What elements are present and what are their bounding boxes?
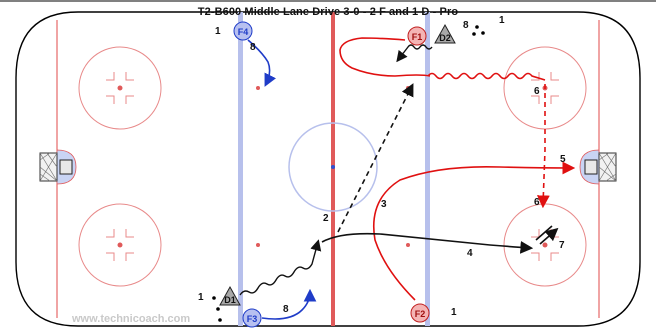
player-f3: F3 bbox=[242, 308, 262, 328]
step-label-6-upper: 6 bbox=[534, 86, 540, 97]
step-label-6-lower: 6 bbox=[534, 197, 540, 208]
player-d1-label: D1 bbox=[224, 295, 236, 305]
blue-line-right bbox=[425, 12, 430, 326]
d2-skate-path bbox=[396, 44, 433, 63]
net-left bbox=[39, 152, 73, 182]
step-label-8-f3: 8 bbox=[283, 304, 289, 315]
player-d2-label: D2 bbox=[439, 33, 451, 43]
step-label-8-f4: 8 bbox=[250, 42, 256, 53]
player-d2: D2 bbox=[434, 23, 456, 44]
neutral-dot-top-right bbox=[406, 86, 410, 90]
f2-skate-path bbox=[373, 161, 576, 301]
step-label-8-d2: 8 bbox=[463, 20, 469, 31]
neutral-dot-top-left bbox=[256, 86, 260, 90]
rink-boards bbox=[15, 11, 641, 327]
puck-group-top bbox=[472, 25, 485, 36]
step-label-1-f4: 1 bbox=[215, 26, 221, 37]
player-f1-label: F1 bbox=[412, 32, 423, 42]
f1-skate-path bbox=[339, 37, 431, 77]
center-dot bbox=[331, 165, 335, 169]
step-label-7: 7 bbox=[559, 240, 565, 251]
f4-skate-path bbox=[247, 39, 277, 87]
step-label-3: 3 bbox=[381, 199, 387, 210]
net-right bbox=[584, 152, 617, 182]
d1-skate-path bbox=[239, 239, 322, 296]
neutral-dot-bottom-right bbox=[406, 243, 410, 247]
step-label-1-d1: 1 bbox=[198, 292, 204, 303]
player-f1: F1 bbox=[407, 26, 427, 46]
puck-group-bottom bbox=[212, 296, 222, 322]
skate-4-path bbox=[321, 232, 534, 254]
neutral-dot-bottom-left bbox=[256, 243, 260, 247]
shot-7-path-a bbox=[539, 227, 559, 245]
f3-skate-path bbox=[261, 288, 317, 320]
player-d1: D1 bbox=[219, 285, 241, 306]
faceoff-circle-left-top bbox=[78, 46, 162, 130]
player-f2: F2 bbox=[410, 303, 430, 323]
shot-7-path-b bbox=[535, 225, 553, 241]
pass-2-path bbox=[337, 83, 414, 233]
step-label-1-f2: 1 bbox=[451, 307, 457, 318]
step-label-2: 2 bbox=[323, 213, 329, 224]
player-f4-label: F4 bbox=[238, 27, 249, 37]
step-label-1-d2: 1 bbox=[499, 15, 505, 26]
blue-line-left bbox=[238, 12, 243, 326]
player-f4: F4 bbox=[233, 21, 253, 41]
watermark-text: www.technicoach.com bbox=[72, 313, 191, 325]
step-label-5: 5 bbox=[560, 154, 566, 165]
faceoff-circle-left-bottom bbox=[78, 203, 162, 287]
step-label-4: 4 bbox=[467, 248, 473, 259]
center-circle bbox=[288, 122, 378, 212]
pass-6-path bbox=[536, 84, 550, 209]
player-f3-label: F3 bbox=[247, 314, 258, 324]
diagram-title: T2-B600 Middle Lane Drive 3-0 - 2 F and … bbox=[197, 6, 459, 18]
player-f2-label: F2 bbox=[415, 309, 426, 319]
f1-carry-path bbox=[427, 72, 546, 81]
